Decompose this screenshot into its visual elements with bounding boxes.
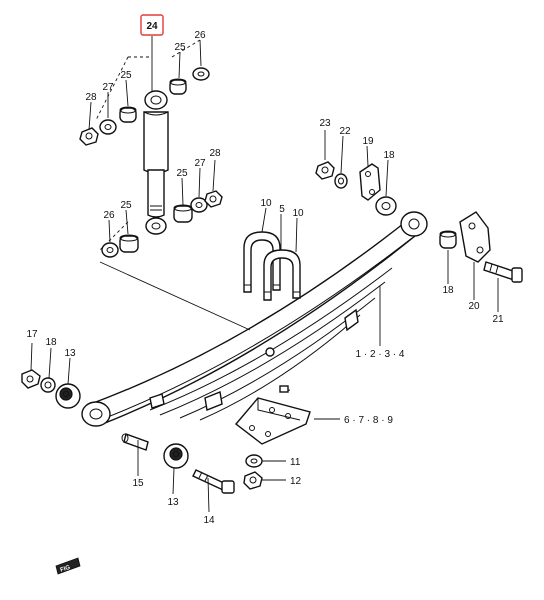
callout-25[interactable]: 25 xyxy=(120,70,132,81)
leader-lines xyxy=(30,36,499,513)
callout-18[interactable]: 18 xyxy=(442,285,454,296)
callout-23[interactable]: 23 xyxy=(319,118,331,129)
shock-hardware xyxy=(79,67,223,258)
callout-20[interactable]: 20 xyxy=(468,301,480,312)
callout-25[interactable]: 25 xyxy=(120,200,132,211)
shackle-assembly xyxy=(315,161,523,283)
callout-15[interactable]: 15 xyxy=(132,478,144,489)
spring-seat-plate xyxy=(234,385,311,445)
callout-10[interactable]: 10 xyxy=(292,208,304,219)
leaf-spring xyxy=(81,211,428,427)
callout-28[interactable]: 28 xyxy=(85,92,97,103)
callout-26[interactable]: 26 xyxy=(194,30,206,41)
fig-code-logo: FIG xyxy=(55,557,81,575)
callout-25[interactable]: 25 xyxy=(176,168,188,179)
callout-1-2-3-4[interactable]: 1 · 2 · 3 · 4 xyxy=(356,349,405,360)
callout-14[interactable]: 14 xyxy=(203,515,215,526)
callout-17[interactable]: 17 xyxy=(26,329,38,340)
callout-26[interactable]: 26 xyxy=(103,210,115,221)
highlight-box xyxy=(140,14,164,36)
callout-27[interactable]: 27 xyxy=(194,158,206,169)
callout-27[interactable]: 27 xyxy=(102,82,114,93)
fig-code-text: FIG xyxy=(60,565,72,574)
callout-18[interactable]: 18 xyxy=(45,337,57,348)
u-bolts xyxy=(243,231,301,301)
callout-19[interactable]: 19 xyxy=(362,136,374,147)
callout-28[interactable]: 28 xyxy=(209,148,221,159)
callout-13[interactable]: 13 xyxy=(167,497,179,508)
shock-absorber xyxy=(95,39,201,251)
callout-10[interactable]: 10 xyxy=(260,198,272,209)
callout-5[interactable]: 5 xyxy=(279,204,285,215)
callout-18[interactable]: 18 xyxy=(383,150,395,161)
callout-labels: 24 25 26 25 27 28 25 27 28 25 26 23 22 1… xyxy=(26,14,504,526)
callout-21[interactable]: 21 xyxy=(492,314,504,325)
callout-12[interactable]: 12 xyxy=(290,476,302,487)
callout-25[interactable]: 25 xyxy=(174,42,186,53)
callout-24[interactable]: 24 xyxy=(146,21,158,32)
callout-6-7-8-9[interactable]: 6 · 7 · 8 · 9 xyxy=(344,415,393,426)
callout-13[interactable]: 13 xyxy=(64,348,76,359)
callout-11[interactable]: 11 xyxy=(290,457,301,468)
front-hanger-hardware xyxy=(21,369,263,494)
callout-22[interactable]: 22 xyxy=(339,126,351,137)
